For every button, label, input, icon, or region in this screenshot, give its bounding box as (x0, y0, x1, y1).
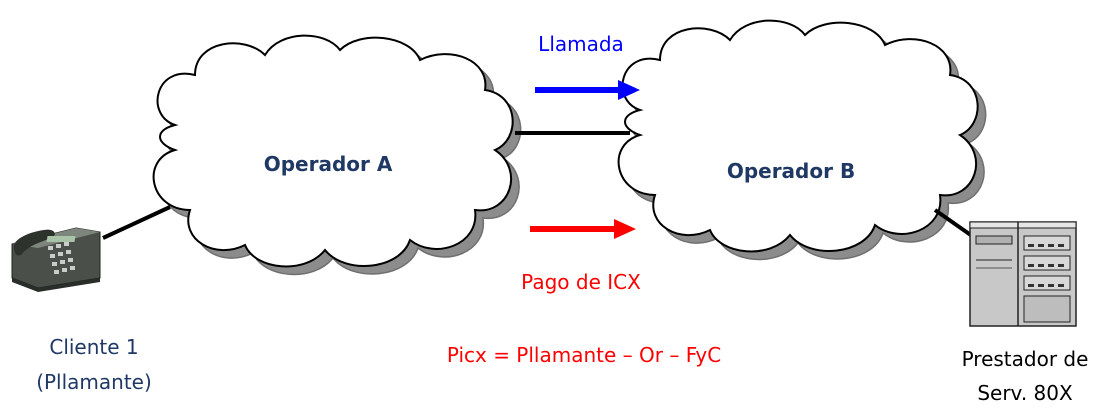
client-line (102, 205, 171, 240)
payment-arrow (530, 219, 636, 239)
operator-a-label: Operador A (263, 152, 393, 176)
formula-text: Picx = Pllamante – Or – FyC (446, 343, 722, 367)
call-arrow (535, 80, 640, 100)
server-icon (969, 221, 1077, 327)
telephone-icon (11, 227, 101, 292)
client-label-line1: Cliente 1 (49, 335, 139, 359)
call-arrow-label: Llamada (538, 32, 624, 56)
provider-line (933, 208, 977, 240)
client-label-line2: (Pllamante) (36, 370, 152, 394)
provider-label-line2: Serv. 80X (977, 381, 1073, 405)
operator-b-label: Operador B (726, 159, 856, 183)
operator-b-cloud (617, 19, 987, 261)
payment-arrow-label: Pago de ICX (521, 270, 641, 294)
provider-label-line1: Prestador de (961, 347, 1089, 371)
